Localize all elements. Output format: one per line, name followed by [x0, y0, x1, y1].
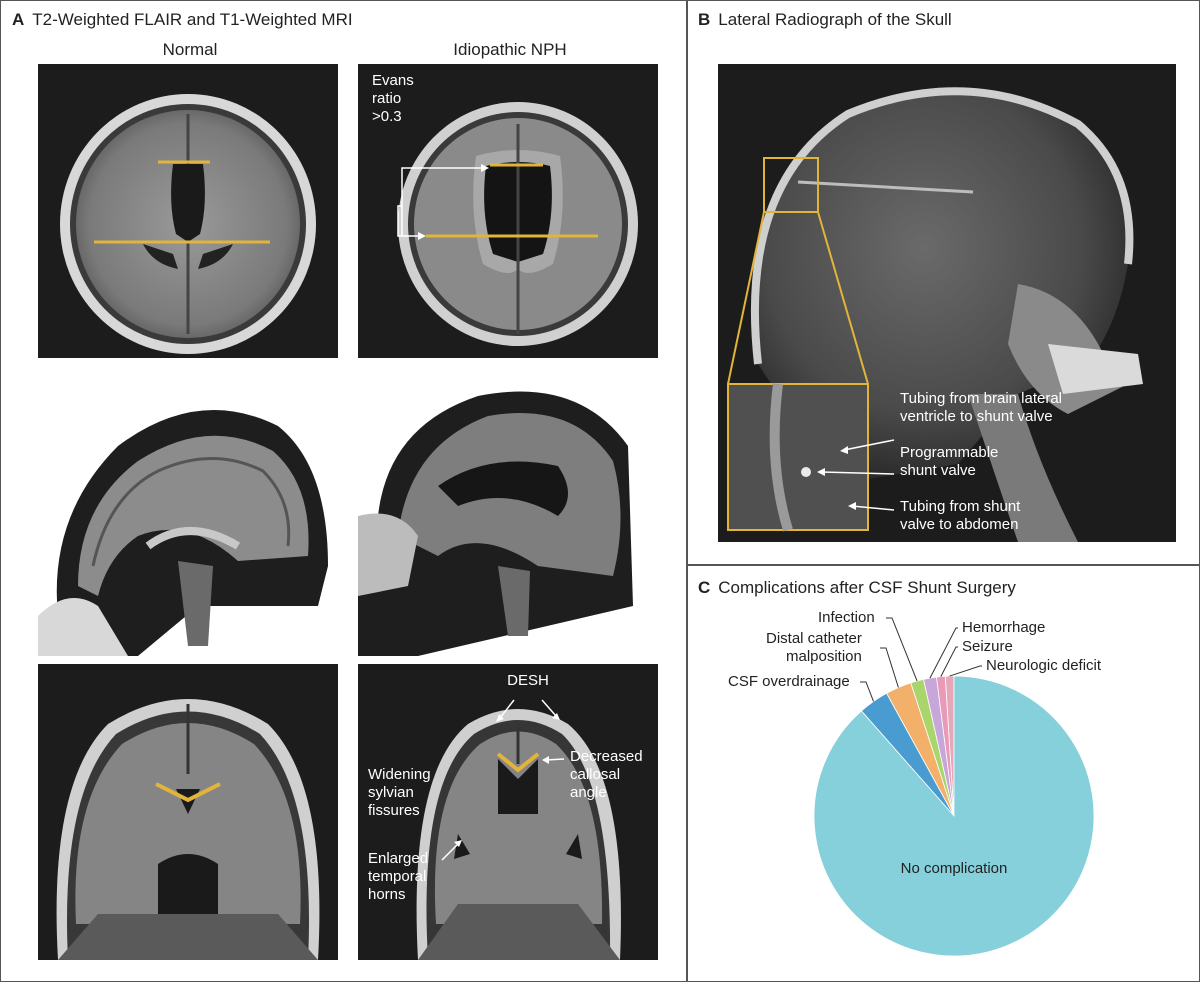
pie-leader-line — [929, 627, 958, 679]
mri-sagittal-normal — [38, 366, 338, 656]
pie-label-infection: Infection — [818, 609, 875, 626]
mri-coronal-nph: DESH Decreased callosal angle Widening s… — [358, 664, 658, 960]
desh-label: DESH — [507, 672, 549, 689]
pie-leader-line — [880, 647, 899, 688]
temporal-horns-label: Enlarged temporal horns — [368, 850, 429, 903]
callosal-angle-label: Decreased callosal angle — [570, 748, 643, 801]
skull-radiograph: Tubing from brain lateral ventricle to s… — [718, 64, 1176, 542]
mri-axial-normal — [38, 64, 338, 358]
panel-c-title: C Complications after CSF Shunt Surgery — [698, 578, 1016, 598]
pie-label-hemorrhage: Hemorrhage — [962, 619, 1046, 636]
panel-c-title-text: Complications after CSF Shunt Surgery — [718, 578, 1016, 597]
column-header-normal: Normal — [162, 40, 218, 59]
pie-label-seizure: Seizure — [962, 638, 1013, 655]
pie-leader-line — [949, 665, 982, 677]
mri-coronal-normal — [38, 664, 338, 960]
mri-sagittal-nph — [358, 366, 658, 656]
tubing-brain-label: Tubing from brain lateral ventricle to s… — [900, 390, 1063, 425]
sylvian-fissures-label: Widening sylvian fissures — [368, 766, 431, 819]
evans-ratio-label: Evans ratio >0.3 — [372, 72, 414, 125]
panel-c-letter: C — [698, 578, 711, 597]
mri-axial-nph: Evans ratio >0.3 — [358, 64, 658, 358]
pie-label-csf-overdrainage: CSF overdrainage — [728, 673, 850, 690]
panel-b-letter: B — [698, 10, 711, 29]
panel-a-title: A T2-Weighted FLAIR and T1-Weighted MRI — [12, 10, 353, 30]
pie-slice-no-complication — [813, 675, 1095, 957]
complications-pie-chart — [813, 617, 1095, 957]
pie-leader-line — [940, 646, 958, 677]
panel-a-letter: A — [12, 10, 25, 29]
pie-label-neurologic-deficit: Neurologic deficit — [986, 657, 1102, 674]
panel-a-title-text: T2-Weighted FLAIR and T1-Weighted MRI — [32, 10, 353, 29]
shunt-valve-label: Programmable shunt valve — [900, 444, 999, 479]
tubing-abdomen-label: Tubing from shunt valve to abdomen — [900, 498, 1021, 533]
pie-leader-line — [886, 617, 918, 682]
pie-label-no-complication: No complication — [900, 860, 1008, 877]
column-header-nph: Idiopathic NPH — [453, 40, 567, 59]
panel-b-title-text: Lateral Radiograph of the Skull — [718, 10, 952, 29]
pie-leader-line — [860, 681, 874, 702]
pie-label-distal-catheter-malposition: Distal catheter malposition — [766, 630, 862, 665]
panel-b-title: B Lateral Radiograph of the Skull — [698, 10, 952, 30]
